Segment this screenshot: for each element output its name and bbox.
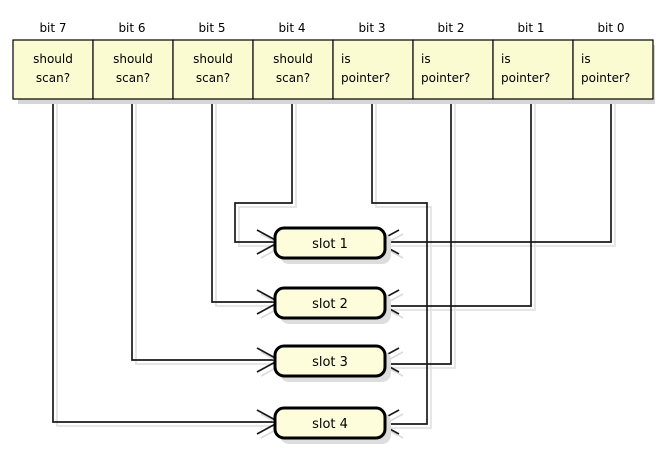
wire-layer (52, 100, 616, 429)
bit-cell-3-line1: is (341, 52, 351, 66)
slot-box-2[interactable]: slot 2 (273, 286, 391, 324)
wire-shadow-bit0-slot1 (389, 100, 616, 247)
slot-box-1[interactable]: slot 1 (273, 226, 391, 264)
bit-cell-2-line2: pointer? (421, 71, 470, 85)
bit-label-3: bit 3 (358, 21, 385, 35)
bit-cell-5-line1: should (193, 52, 233, 66)
bit-cell-3-line2: pointer? (341, 71, 390, 85)
slot-box-4-label: slot 4 (312, 417, 348, 432)
slot-boxes: slot 1 slot 2 slot 3 slot 4 (273, 226, 391, 444)
wire-shadow-bit5-slot2 (215, 100, 279, 307)
slot-box-2-label: slot 2 (312, 297, 348, 312)
byte-row: should scan? should scan? should scan? s… (12, 39, 654, 100)
bit-label-6: bit 6 (118, 21, 145, 35)
bit-cell-1-line1: is (501, 52, 511, 66)
bit-cell-7-line2: scan? (36, 71, 70, 85)
wire-shadow-bit2-slot3 (389, 100, 456, 369)
bit-cell-0-line2: pointer? (581, 71, 630, 85)
wire-bit3-slot4 (371, 100, 428, 425)
slot-box-1-label: slot 1 (312, 237, 348, 252)
bit-cell-4-line1: should (273, 52, 313, 66)
bit-cell-1-line2: pointer? (501, 71, 550, 85)
bit-cell-5[interactable]: should scan? (172, 39, 254, 100)
wire-shadow-bit4-slot1 (238, 100, 297, 247)
wire-shadow-group (56, 100, 616, 429)
bit-labels: bit 7 bit 6 bit 5 bit 4 bit 3 bit 2 bit … (39, 21, 624, 35)
wire-bit7-slot4 (52, 100, 275, 423)
bit-cell-7-line1: should (33, 52, 73, 66)
wire-bit6-slot3 (131, 100, 275, 361)
bit-cell-6-line1: should (113, 52, 153, 66)
bit-cell-4-line2: scan? (276, 71, 310, 85)
bit-cell-4[interactable]: should scan? (252, 39, 334, 100)
wire-shadow-bit1-slot2 (389, 100, 536, 311)
wire-bit5-slot2 (211, 100, 275, 303)
bit-label-2: bit 2 (437, 21, 464, 35)
bit-cell-6[interactable]: should scan? (92, 39, 174, 100)
bit-label-1: bit 1 (517, 21, 544, 35)
slot-box-3-label: slot 3 (312, 355, 348, 370)
wire-bit0-slot1 (385, 100, 612, 243)
wire-shadow-bit6-slot3 (135, 100, 279, 365)
bit-label-0: bit 0 (597, 21, 624, 35)
wire-shadow-bit3-slot4 (375, 100, 432, 429)
bit-cell-1[interactable]: is pointer? (492, 39, 574, 100)
bit-cell-3[interactable]: is pointer? (332, 39, 414, 100)
wire-shadow-bit7-slot4 (56, 100, 279, 427)
wire-bit2-slot3 (385, 100, 452, 365)
bit-cell-2-line1: is (421, 52, 431, 66)
bit-cell-0-line1: is (581, 52, 591, 66)
wire-bit1-slot2 (385, 100, 532, 307)
slot-box-4[interactable]: slot 4 (273, 406, 391, 444)
bit-label-4: bit 4 (278, 21, 305, 35)
bit-cell-7[interactable]: should scan? (12, 39, 94, 100)
bit-label-7: bit 7 (39, 21, 66, 35)
bit-cell-2[interactable]: is pointer? (412, 39, 494, 100)
wire-bit4-slot1 (234, 100, 293, 243)
slot-box-3[interactable]: slot 3 (273, 344, 391, 382)
bit-label-5: bit 5 (198, 21, 225, 35)
bit-cell-5-line2: scan? (196, 71, 230, 85)
bit-cell-0[interactable]: is pointer? (572, 39, 654, 100)
bit-cell-6-line2: scan? (116, 71, 150, 85)
